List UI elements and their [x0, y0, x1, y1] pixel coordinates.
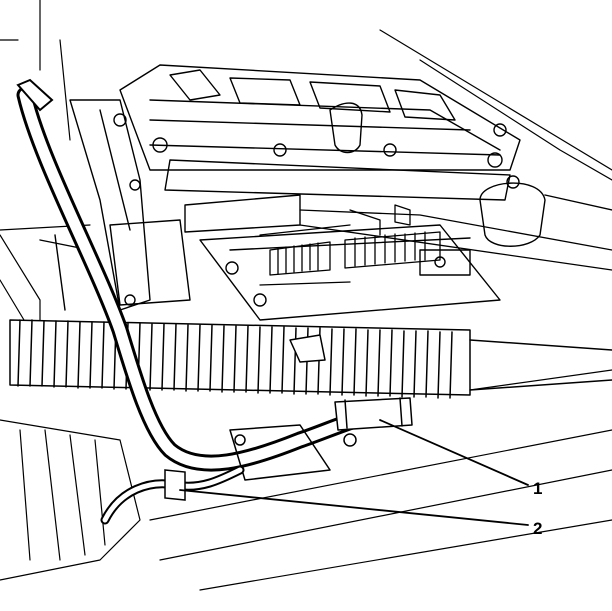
hose-clamp: [229, 397, 413, 481]
leader-line-1: [379, 419, 529, 486]
callout-1-label: 1: [533, 479, 543, 498]
leader-lines: [179, 419, 529, 526]
callout-2-label: 2: [533, 519, 543, 538]
body-panel-lines: [0, 0, 612, 591]
mounting-plate: [109, 194, 501, 321]
corrugated-duct: [9, 319, 612, 399]
leader-line-2: [179, 489, 529, 526]
reservoir: [479, 175, 612, 247]
lower-hose: [100, 465, 245, 525]
thick-hose: [16, 78, 404, 472]
cable-boots: [259, 204, 612, 286]
engine-top-cover: [119, 64, 521, 201]
